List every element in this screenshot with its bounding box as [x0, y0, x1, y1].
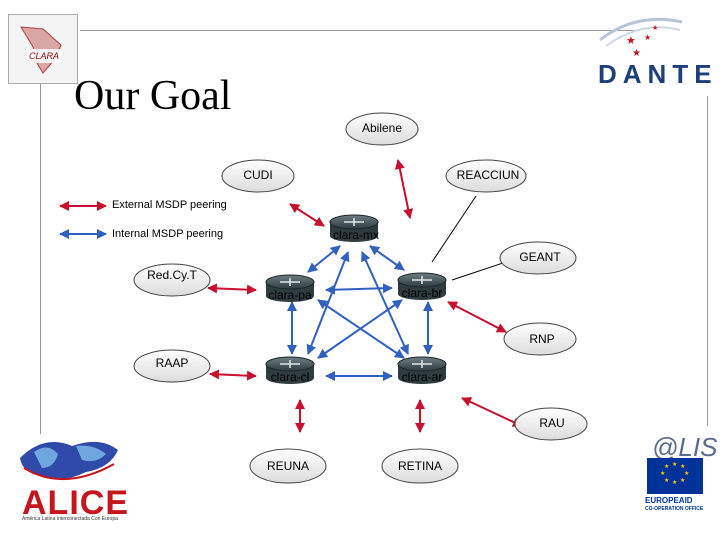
raap-cl-peering — [209, 369, 257, 381]
router-label-clara-cl: clara-cl — [270, 370, 310, 384]
cloud-label-rnp: RNP — [529, 332, 555, 346]
alice-map-icon — [20, 441, 118, 480]
europeaid-title: EUROPEAID — [645, 496, 693, 505]
svg-text:★: ★ — [672, 461, 677, 468]
cloud-label-abilene: Abilene — [361, 121, 403, 135]
legend-internal-label: Internal MSDP peering — [112, 228, 224, 240]
cloud-geant — [499, 241, 577, 275]
dante-logo-text: DANTE — [598, 59, 718, 89]
eu-flag-icon: ★★★ ★★★ ★★ — [647, 458, 703, 494]
svg-text:★: ★ — [680, 477, 685, 484]
router-label-clara-mx: clara-mx — [332, 228, 380, 242]
alice-logo-text: ALICE — [22, 484, 129, 522]
cloud-label-raap: RAAP — [155, 356, 189, 370]
router-clara-mx — [329, 214, 379, 242]
cloud-raap — [133, 349, 211, 383]
mx-pa-peering — [307, 245, 341, 273]
cloud-retina — [381, 448, 459, 484]
cudi-mx-peering — [289, 203, 325, 227]
cloud-label-geant: GEANT — [519, 250, 561, 264]
router-label-clara-ar: clara-ar — [401, 370, 443, 384]
router-label-clara-br: clara-br — [401, 286, 443, 300]
cloud-rau — [514, 407, 588, 441]
router-clara-cl — [265, 356, 315, 384]
pa-br-peering — [325, 283, 393, 295]
router-clara-br — [397, 272, 447, 300]
svg-text:★: ★ — [680, 463, 685, 470]
reacciun-connector — [431, 195, 477, 263]
redclara-logo: CLARA — [8, 14, 78, 84]
svg-text:★: ★ — [626, 34, 636, 47]
mx-br-peering — [369, 245, 405, 271]
right-border-line — [707, 96, 708, 426]
svg-text:★: ★ — [660, 470, 665, 477]
br-cl-peering — [317, 299, 403, 359]
cloud-label-reacciun: REACCIUN — [456, 168, 520, 182]
svg-text:★: ★ — [684, 470, 689, 477]
abilene-peering — [394, 159, 414, 219]
svg-text:CLARA: CLARA — [29, 51, 59, 61]
cloud-redcyt — [133, 263, 211, 297]
cloud-rnp — [503, 322, 577, 356]
cloud-label-cudi: CUDI — [243, 168, 273, 182]
rau-ar-peering — [461, 397, 523, 427]
cloud-reacciun — [445, 159, 527, 193]
europeaid-subtitle: CO-OPERATION OFFICE — [645, 506, 704, 512]
alis-logo-text: @LIS — [652, 432, 718, 462]
legend-external-label: External MSDP peering — [112, 199, 227, 211]
redclara-map-icon: CLARA — [20, 26, 62, 74]
redcyt-pa-peering — [207, 283, 257, 295]
svg-text:★: ★ — [652, 24, 658, 32]
alice-tagline: América Latina Interconectada Con Europa — [22, 516, 118, 522]
cloud-label-redcyt: Red.Cy.T — [147, 268, 197, 282]
svg-text:★: ★ — [664, 463, 669, 470]
cloud-label-rau: RAU — [539, 416, 565, 430]
svg-text:★: ★ — [664, 477, 669, 484]
cloud-label-reuna: REUNA — [266, 459, 310, 473]
rnp-br-peering — [447, 301, 507, 333]
router-clara-ar — [397, 356, 447, 384]
svg-text:★: ★ — [632, 48, 641, 59]
svg-text:★: ★ — [672, 479, 677, 486]
svg-text:★: ★ — [644, 33, 651, 42]
page-title: Our Goal — [74, 73, 232, 119]
top-border-line — [80, 30, 640, 31]
dante-swoosh-icon: ★ ★ ★ ★ — [599, 17, 683, 59]
cloud-cudi — [221, 159, 295, 193]
cloud-label-retina: RETINA — [397, 459, 443, 473]
router-clara-pa — [265, 274, 315, 302]
router-label-clara-pa: clara-pa — [268, 288, 312, 302]
cloud-reuna — [249, 448, 327, 484]
europeaid-caption: EUROPEAID CO-OPERATION OFFICE — [645, 496, 705, 514]
cloud-abilene — [345, 112, 419, 146]
left-border-line — [40, 84, 41, 434]
